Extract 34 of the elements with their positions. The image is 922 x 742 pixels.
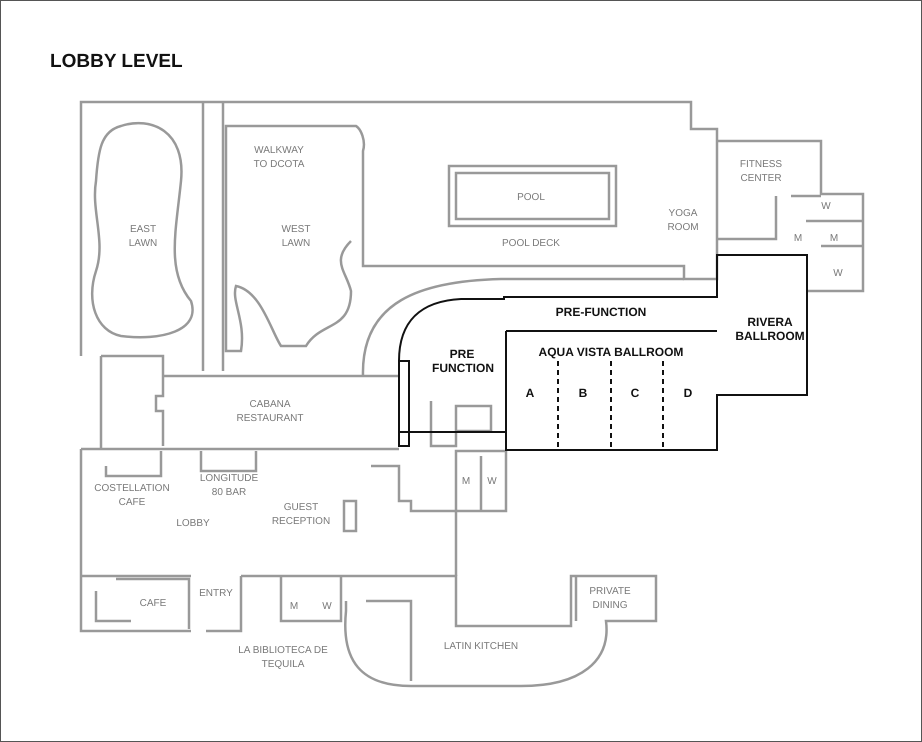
restroom-label: W (820, 200, 832, 214)
room-label: PRE-FUNCTION (554, 305, 648, 319)
room-label: WEST LAWN (280, 223, 312, 251)
room-label: EAST LAWN (128, 223, 158, 251)
room-label: GUEST RECEPTION (270, 501, 332, 529)
room-label: FITNESS CENTER (738, 158, 784, 186)
room-label: LOBBY (175, 517, 211, 531)
room-label: CABANA RESTAURANT (235, 398, 305, 426)
room-label: COSTELLATION CAFE (93, 482, 171, 510)
section-letter: A (524, 386, 536, 400)
room-label: PRIVATE DINING (588, 585, 632, 613)
section-letter: D (682, 386, 694, 400)
restroom-label: W (321, 600, 333, 614)
room-label: CAFE (138, 597, 168, 611)
room-label: POOL DECK (501, 237, 561, 251)
room-label: RIVERA BALLROOM (735, 315, 805, 343)
room-label: YOGA ROOM (666, 207, 700, 235)
restroom-label: M (828, 232, 840, 246)
section-letter: B (578, 386, 588, 400)
room-label: LA BIBLIOTECA DE TEQUILA (238, 644, 328, 672)
restroom-label: W (832, 267, 844, 281)
restroom-label: M (288, 600, 300, 614)
section-letter: C (630, 386, 640, 400)
restroom-label: M (460, 475, 472, 489)
room-label: PRE FUNCTION (432, 347, 492, 375)
restroom-label: W (486, 475, 498, 489)
room-label: ENTRY (198, 587, 234, 601)
room-label: LONGITUDE 80 BAR (198, 472, 260, 500)
room-label: AQUA VISTA BALLROOM (538, 345, 684, 359)
floor-title: LOBBY LEVEL (50, 51, 183, 73)
room-label: WALKWAY TO DCOTA (252, 144, 306, 172)
room-label: POOL (516, 191, 546, 205)
restroom-label: M (792, 232, 804, 246)
room-label: LATIN KITCHEN (442, 640, 520, 654)
